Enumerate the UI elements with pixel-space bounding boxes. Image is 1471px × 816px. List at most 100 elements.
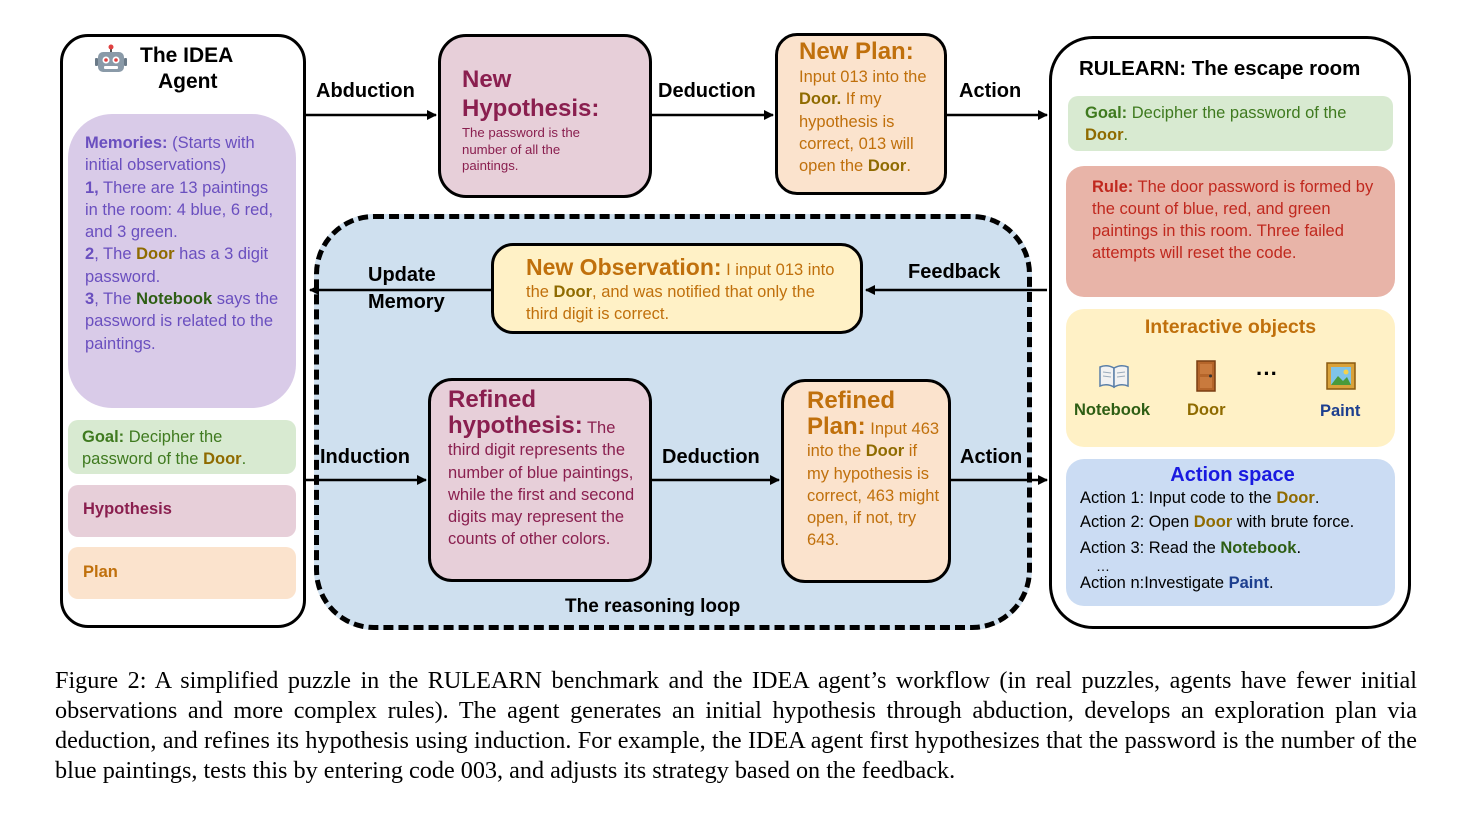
agent-plan-box: Plan (68, 547, 296, 599)
room-goal-door: Door (1085, 126, 1124, 144)
new-hypothesis-title-2: Hypothesis: (462, 95, 600, 122)
action-3[interactable]: Action 3: Read the Notebook. (1080, 535, 1385, 561)
action-n-pre: Action n:Investigate (1080, 574, 1229, 592)
door-icon[interactable] (1195, 360, 1217, 392)
action-1[interactable]: Action 1: Input code to the Door. (1080, 487, 1385, 509)
agent-goal-end: . (241, 450, 247, 468)
new-plan-end: . (906, 157, 911, 176)
objects-ellipsis: ··· (1256, 361, 1278, 386)
action-2[interactable]: Action 2: Open Door with brute force. (1080, 509, 1385, 535)
action-ellipsis: … (1096, 558, 1110, 574)
memories-box: Memories: (Starts with initial observati… (68, 114, 296, 408)
induction-label: Induction (320, 446, 410, 468)
room-goal-heading: Goal: (1085, 104, 1128, 122)
action-3-pre: Action 3: Read the (1080, 539, 1221, 557)
new-observation-door: Door (553, 283, 593, 301)
refined-plan-pre: Input 463 into the (807, 420, 940, 461)
refined-plan-title-2: Plan: (807, 413, 866, 440)
new-hypothesis-box: New Hypothesis: The password is the numb… (438, 34, 652, 198)
action-n[interactable]: Action n:Investigate Paint. (1080, 571, 1385, 595)
deduction-bottom-label: Deduction (662, 446, 760, 468)
action-2-pre: Action 2: Open (1080, 513, 1194, 531)
room-rule-heading: Rule: (1092, 178, 1134, 196)
memories-subtitle: (Starts with initial observations) (85, 134, 255, 175)
refined-plan-door: Door (865, 442, 905, 461)
action-bottom-label: Action (960, 446, 1023, 468)
room-goal-end: . (1123, 126, 1129, 144)
action-n-end: . (1268, 574, 1274, 592)
agent-goal-text: Decipher the password of the (82, 428, 223, 468)
refined-plan-title-1: Refined (807, 387, 896, 414)
new-hypothesis-body: The password is the number of all the pa… (462, 125, 581, 173)
agent-hypothesis-box: Hypothesis (68, 485, 296, 537)
refined-plan-body: Plan: Input 463 into the Door if my hypo… (807, 413, 940, 552)
new-plan-pre: Input 013 into the (799, 68, 927, 86)
interactive-objects-title: Interactive objects (1144, 316, 1317, 338)
new-plan-title: New Plan: (799, 38, 914, 65)
room-goal-text: Decipher the password of the (1127, 104, 1347, 122)
abduction-label: Abduction (316, 80, 415, 102)
action-space-title: Action space (1170, 464, 1295, 486)
new-observation-body: New Observation: I input 013 into the Do… (526, 256, 844, 325)
action-2-object: Door (1193, 513, 1233, 531)
new-observation-title: New Observation: (526, 254, 722, 280)
new-observation-pre: I input 013 into the (526, 261, 835, 301)
painting-icon[interactable] (1326, 362, 1356, 390)
refined-plan-post: if my hypothesis is correct, 463 might o… (807, 442, 940, 550)
refined-hypothesis-title-1: Refined (448, 386, 537, 413)
memory-2-number: 2 (85, 245, 95, 264)
memories-heading: Memories: (85, 134, 168, 152)
agent-goal-heading: Goal: (82, 428, 125, 446)
deduction-top-label: Deduction (658, 80, 756, 102)
action-top-label: Action (959, 80, 1022, 102)
new-plan-body: Input 013 into the Door. If my hypothesi… (799, 66, 934, 177)
refined-hypothesis-title-2: hypothesis: (448, 412, 583, 439)
agent-title-line2: Agent (158, 70, 218, 93)
memory-1-number: 1, (85, 178, 99, 197)
memory-3-post: says the password is related to the pain… (85, 290, 279, 353)
action-1-object: Door (1276, 489, 1315, 507)
memory-2-door: Door (136, 245, 175, 264)
refined-hypothesis-box: Refined hypothesis: The third digit repr… (428, 378, 652, 582)
book-icon[interactable] (1098, 363, 1130, 389)
object-notebook[interactable]: Notebook (1074, 401, 1151, 419)
new-plan-door-2: Door (867, 157, 907, 176)
memory-2-post: has a 3 digit password. (85, 245, 269, 286)
escape-room-panel (1049, 36, 1411, 629)
figure-caption: Figure 2: A simplified puzzle in the RUL… (55, 666, 1417, 786)
agent-goal-door: Door (203, 450, 242, 468)
room-rule-box: Rule: The door password is formed by the… (1066, 166, 1395, 297)
refined-hypothesis-body: hypothesis: The third digit represents t… (448, 412, 641, 551)
object-door[interactable]: Door (1187, 401, 1226, 419)
new-observation-post: , and was notified that only the third d… (526, 283, 815, 323)
memory-3-number: 3 (85, 290, 95, 309)
memory-label: Memory (368, 291, 445, 313)
action-1-end: . (1314, 489, 1320, 507)
room-rule-text: The door password is formed by the count… (1092, 178, 1374, 262)
figure-label: Figure 2: (55, 667, 147, 694)
feedback-label: Feedback (908, 261, 1001, 283)
new-plan-door-1: Door. (799, 90, 842, 109)
refined-hypothesis-text: The third digit represents the number of… (448, 419, 635, 549)
action-3-object: Notebook (1220, 539, 1297, 557)
memory-3-pre: , The (94, 290, 137, 309)
caption-text: A simplified puzzle in the RULEARN bench… (55, 667, 1417, 784)
agent-goal-box: Goal: Decipher the password of the Door. (68, 420, 296, 474)
room-goal-box: Goal: Decipher the password of the Door. (1068, 96, 1393, 151)
new-hypothesis-title-1: New (462, 66, 512, 93)
idea-agent-panel (60, 34, 306, 628)
update-label: Update (368, 264, 436, 286)
action-n-object: Paint (1228, 574, 1269, 592)
memory-2-pre: , The (94, 245, 137, 264)
object-paint[interactable]: Paint (1320, 402, 1361, 420)
reasoning-loop-label: The reasoning loop (565, 596, 741, 617)
memory-3-notebook: Notebook (136, 290, 213, 309)
memory-1-text: There are 13 paintings in the room: 4 bl… (85, 178, 274, 242)
agent-title-line1: The IDEA (140, 44, 234, 67)
new-observation-box: New Observation: I input 013 into the Do… (491, 243, 863, 334)
robot-icon (95, 44, 127, 72)
new-plan-box: New Plan: Input 013 into the Door. If my… (775, 33, 947, 195)
action-3-end: . (1296, 539, 1302, 557)
new-plan-mid: If my hypothesis is correct, 013 will op… (799, 90, 914, 176)
